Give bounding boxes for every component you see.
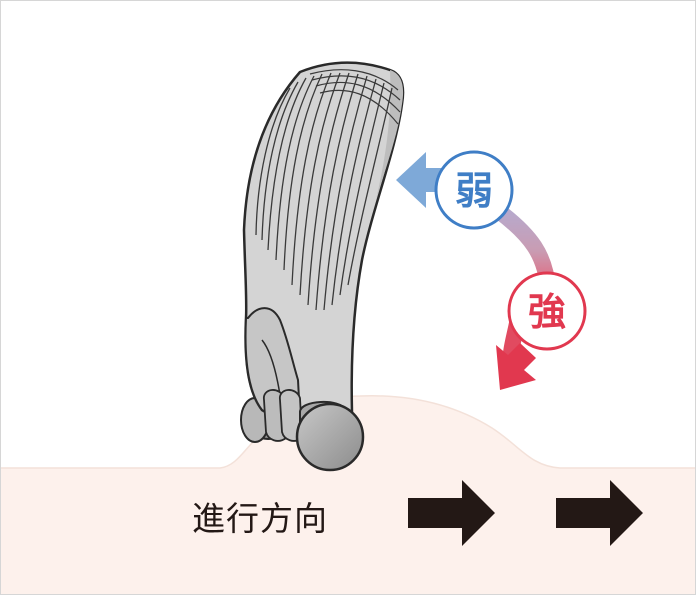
arrow-right-icon bbox=[556, 480, 643, 546]
weak-label: 弱 bbox=[455, 169, 493, 213]
arrow-left-icon bbox=[396, 152, 452, 208]
direction-label: 進行方向 bbox=[192, 499, 328, 538]
arrow-down-left-icon bbox=[496, 343, 536, 390]
attachment-head-device bbox=[240, 61, 405, 472]
arrow-right-icon bbox=[408, 480, 495, 546]
roller-ball bbox=[295, 400, 365, 472]
weak-badge: 弱 bbox=[434, 150, 514, 230]
strong-badge: 強 bbox=[507, 271, 587, 351]
strong-label: 強 bbox=[528, 290, 566, 334]
